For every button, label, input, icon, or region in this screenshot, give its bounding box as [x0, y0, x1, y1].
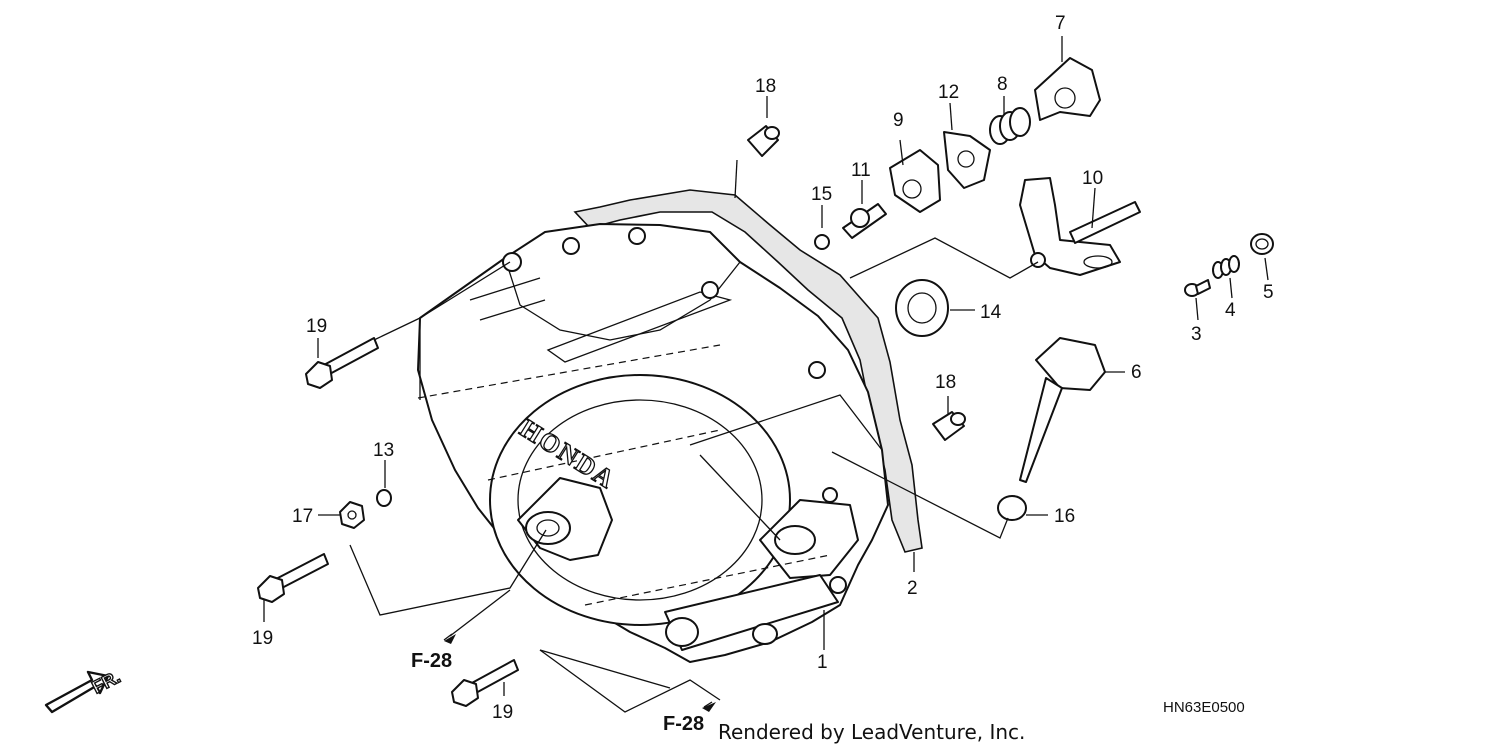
callout-4: 4 [1225, 300, 1236, 321]
flange-bolt-part-19-lower[interactable] [451, 659, 519, 707]
callout-1: 1 [817, 652, 828, 673]
callout-9: 9 [893, 110, 904, 131]
o-ring-part-16[interactable] [997, 495, 1027, 521]
oil-dipstick-part-6[interactable] [1019, 337, 1106, 483]
callout-19-lower: 19 [492, 702, 513, 723]
callout-18-upper: 18 [755, 76, 776, 97]
callout-8: 8 [997, 74, 1008, 95]
callout-6: 6 [1131, 362, 1142, 383]
callout-19-upper: 19 [306, 316, 327, 337]
flange-bolt-part-19-middle[interactable] [257, 553, 329, 603]
ref-arrow-f28-left[interactable]: F-28 [411, 633, 456, 672]
bearing-part-14[interactable] [895, 279, 949, 337]
stopper-arm-part-7[interactable] [1034, 57, 1101, 121]
callout-18-lower: 18 [935, 372, 956, 393]
leader-lines [263, 36, 1269, 713]
bolt-part-3[interactable] [1184, 279, 1211, 297]
callout-11: 11 [851, 160, 871, 181]
washer-part-13[interactable] [376, 489, 392, 507]
nut-part-17[interactable] [339, 501, 365, 529]
shift-shaft-part-10[interactable] [1019, 177, 1141, 276]
dowel-pin-part-18-upper[interactable] [747, 125, 780, 157]
callout-10: 10 [1082, 168, 1103, 189]
ref-label-f28-bottom: F-28 [663, 713, 704, 735]
diagram-code: HN63E0500 [1163, 699, 1245, 716]
plate-part-12[interactable] [943, 131, 991, 189]
front-direction-label: FR. [89, 667, 124, 698]
ref-arrow-f28-bottom[interactable]: F-28 [663, 701, 716, 735]
callout-15: 15 [811, 184, 832, 205]
callout-12: 12 [938, 82, 959, 103]
render-credit: Rendered by LeadVenture, Inc. [718, 720, 1025, 744]
front-direction-arrow-icon [44, 670, 110, 714]
callout-14: 14 [980, 302, 1002, 323]
callout-17: 17 [292, 506, 313, 527]
flange-bolt-part-19-upper[interactable] [305, 337, 379, 389]
callout-19-middle: 19 [252, 628, 273, 649]
right-crankcase-cover-part-1[interactable] [417, 223, 889, 663]
callout-3: 3 [1191, 324, 1202, 345]
gasket-part-2[interactable] [573, 189, 923, 553]
bolt-part-11[interactable] [842, 203, 887, 239]
washer-part-15[interactable] [814, 234, 830, 250]
dowel-pin-part-18-lower[interactable] [932, 411, 966, 441]
callout-2: 2 [907, 578, 918, 599]
callout-5: 5 [1263, 282, 1274, 303]
spring-part-4[interactable] [1212, 255, 1240, 279]
spring-part-8[interactable] [989, 107, 1031, 145]
callout-7: 7 [1055, 13, 1066, 34]
callout-16: 16 [1054, 506, 1075, 527]
plug-part-5[interactable] [1250, 233, 1274, 255]
callout-13: 13 [373, 440, 394, 461]
ref-label-f28-left: F-28 [411, 650, 452, 672]
